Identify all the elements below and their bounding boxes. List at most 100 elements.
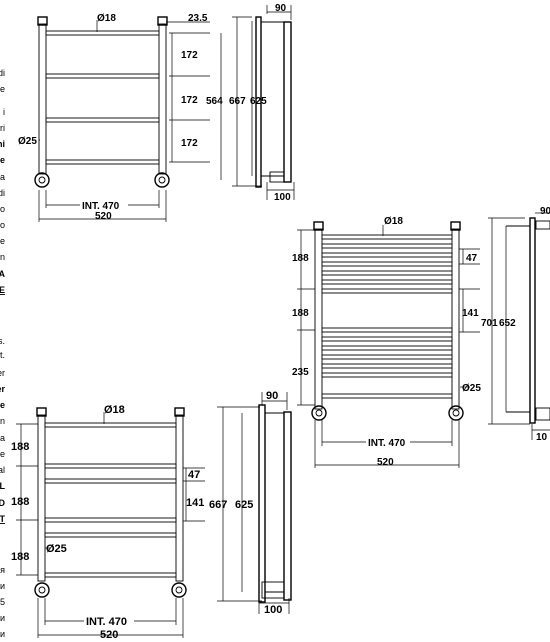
right-upright xyxy=(451,228,460,410)
side-word: E xyxy=(0,285,5,295)
foot-valve xyxy=(448,405,464,421)
spacing-label: 235 xyxy=(292,367,309,378)
height-fix-label: 652 xyxy=(499,318,516,329)
foot-valve xyxy=(34,582,50,598)
drawing-c-front-view: Ø18 Ø25 188 188 188 47 141 INT. 470 520 xyxy=(11,404,205,641)
side-word: n xyxy=(0,416,5,426)
top-cap xyxy=(37,16,48,26)
valve-body xyxy=(269,171,285,183)
height-inner-label: 564 xyxy=(206,96,223,107)
spacing-label: 188 xyxy=(11,551,29,563)
side-word: 5 xyxy=(0,597,5,607)
rail xyxy=(321,288,453,294)
depth-base-label: 100 xyxy=(264,604,282,616)
rail xyxy=(321,393,453,399)
side-word: er xyxy=(0,384,5,394)
side-word: al xyxy=(0,465,5,475)
top-bracket xyxy=(535,220,550,230)
rail xyxy=(45,73,160,79)
side-upright xyxy=(283,411,292,601)
rail xyxy=(321,252,453,258)
rail xyxy=(321,336,453,342)
gap-small-label: 47 xyxy=(466,253,478,264)
side-word: A xyxy=(0,269,6,279)
side-word: D xyxy=(0,498,6,508)
int-width-label: INT. 470 xyxy=(86,616,127,628)
side-word: T xyxy=(0,514,6,524)
side-word: ni xyxy=(0,139,5,149)
rail xyxy=(44,532,177,538)
rail xyxy=(45,30,160,36)
drawing-b-side-view: 701 652 90 10 xyxy=(481,206,550,443)
side-dia-label: Ø25 xyxy=(18,136,37,147)
rail xyxy=(321,327,453,333)
rail xyxy=(321,261,453,267)
rail xyxy=(321,234,453,240)
side-word: ri xyxy=(0,123,5,133)
foot-valve-inner xyxy=(452,409,460,417)
int-width-label: INT. 470 xyxy=(82,201,120,212)
height-total-label: 701 xyxy=(481,318,498,329)
side-word: я xyxy=(0,565,5,575)
foot-valve xyxy=(154,172,170,188)
wall-plate xyxy=(255,16,262,188)
drawing-b-front-view: Ø18 188 188 235 47 141 Ø25 INT. 470 520 xyxy=(292,216,481,468)
rail xyxy=(321,243,453,249)
rail xyxy=(321,345,453,351)
drawing-c-side-view: 667 625 90 100 xyxy=(209,390,292,616)
side-word: e xyxy=(0,449,5,459)
rail xyxy=(45,159,160,165)
int-width-label: INT. 470 xyxy=(368,438,406,449)
foot-valve-inner xyxy=(158,176,166,184)
valve-body xyxy=(535,407,550,421)
rail xyxy=(44,517,177,523)
foot-valve xyxy=(171,582,187,598)
rail xyxy=(44,478,177,484)
side-word: s. xyxy=(0,336,5,346)
depth-label: 90 xyxy=(266,390,278,402)
depth-base-label: 100 xyxy=(274,192,291,203)
rail xyxy=(321,270,453,276)
tube-dia-label: Ø18 xyxy=(104,404,125,416)
drawing-a-front-view: Ø18 Ø25 23.5 172 172 172 564 INT. 470 52… xyxy=(18,13,223,222)
side-text-bottom: s. t. er er e n a e al L D T я и 5 и и xyxy=(0,336,6,639)
gap-large-label: 141 xyxy=(186,497,204,509)
depth-label: 90 xyxy=(275,3,287,14)
side-word: di xyxy=(0,68,5,78)
top-cap xyxy=(174,407,185,417)
rail xyxy=(321,363,453,369)
spacing-label: 188 xyxy=(292,253,309,264)
side-dia-label: Ø25 xyxy=(46,543,67,555)
rail xyxy=(321,372,453,378)
wall-plate xyxy=(529,217,536,424)
width-label: 520 xyxy=(377,457,394,468)
rail xyxy=(44,422,177,428)
rail xyxy=(321,354,453,360)
side-word: e xyxy=(0,84,5,94)
gap-large-label: 141 xyxy=(462,308,479,319)
side-text-top: di e i ri ni e a di o o e n A E xyxy=(0,68,6,295)
foot-valve xyxy=(311,405,327,421)
foot-valve xyxy=(34,172,50,188)
top-cap xyxy=(157,16,168,26)
side-word: e xyxy=(0,400,5,410)
drawing-a-side-view: 667 625 90 100 xyxy=(229,3,295,203)
side-word: er xyxy=(0,368,5,378)
side-dia-label: Ø25 xyxy=(462,383,481,394)
rail xyxy=(44,463,177,469)
side-word: и xyxy=(0,581,5,591)
top-cap xyxy=(450,221,461,231)
foot-valve-inner xyxy=(315,409,323,417)
side-word: и xyxy=(0,629,5,639)
foot-valve-inner xyxy=(38,176,46,184)
spacing-label: 172 xyxy=(181,95,198,106)
spacing-label: 188 xyxy=(11,441,29,453)
tube-dia-label: Ø18 xyxy=(97,13,116,24)
foot-valve-inner xyxy=(175,586,183,594)
depth-base-label: 10 xyxy=(536,432,548,443)
height-total-label: 667 xyxy=(209,499,227,511)
side-word: i xyxy=(3,107,5,117)
left-upright xyxy=(38,23,47,175)
top-cap xyxy=(36,407,47,417)
